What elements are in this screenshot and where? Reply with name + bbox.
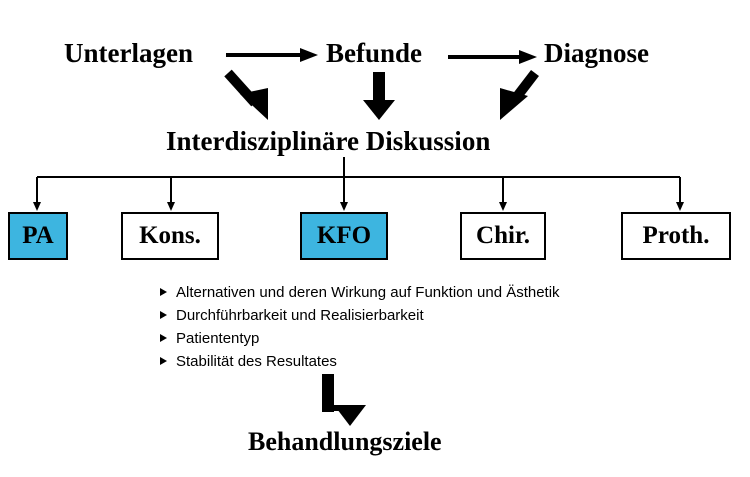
bullet-triangle-icon — [160, 357, 167, 365]
node-befunde: Befunde — [326, 38, 423, 68]
node-diagnose: Diagnose — [544, 38, 650, 68]
box-kons: Kons. — [121, 212, 219, 260]
node-unterlagen: Unterlagen — [64, 38, 193, 68]
box-pa-label: PA — [22, 222, 54, 249]
box-kfo-label: KFO — [316, 222, 372, 249]
bullet-triangle-icon — [160, 311, 167, 319]
criteria-text: Durchführbarkeit und Realisierbarkeit — [176, 307, 424, 324]
criteria-text: Patiententyp — [176, 330, 260, 347]
box-pa: PA — [8, 212, 68, 260]
box-proth-label: Proth. — [642, 222, 710, 249]
thick-arrow-bottom — [322, 374, 366, 426]
box-kfo: KFO — [300, 212, 388, 260]
distribution-lines — [33, 157, 684, 211]
criteria-text: Alternativen und deren Wirkung auf Funkt… — [176, 284, 560, 301]
box-proth: Proth. — [621, 212, 731, 260]
thick-arrow-right — [500, 69, 539, 120]
criteria-item: Patiententyp — [160, 327, 560, 350]
arrow-befunde-to-diagnose — [448, 50, 537, 64]
box-chir-label: Chir. — [476, 222, 530, 249]
node-behandlungsziele: Behandlungsziele — [248, 427, 442, 456]
bullet-triangle-icon — [160, 334, 167, 342]
bullet-triangle-icon — [160, 288, 167, 296]
box-kons-label: Kons. — [139, 222, 201, 249]
thick-arrow-left — [224, 69, 268, 120]
thick-arrow-center — [363, 72, 395, 120]
box-chir: Chir. — [460, 212, 546, 260]
criteria-list: Alternativen und deren Wirkung auf Funkt… — [160, 281, 560, 373]
criteria-text: Stabilität des Resultates — [176, 353, 337, 370]
node-interdisziplinaere-diskussion: Interdisziplinäre Diskussion — [166, 126, 491, 156]
criteria-item: Durchführbarkeit und Realisierbarkeit — [160, 304, 560, 327]
arrow-unterlagen-to-befunde — [226, 48, 318, 62]
criteria-item: Stabilität des Resultates — [160, 350, 560, 373]
criteria-item: Alternativen und deren Wirkung auf Funkt… — [160, 281, 560, 304]
